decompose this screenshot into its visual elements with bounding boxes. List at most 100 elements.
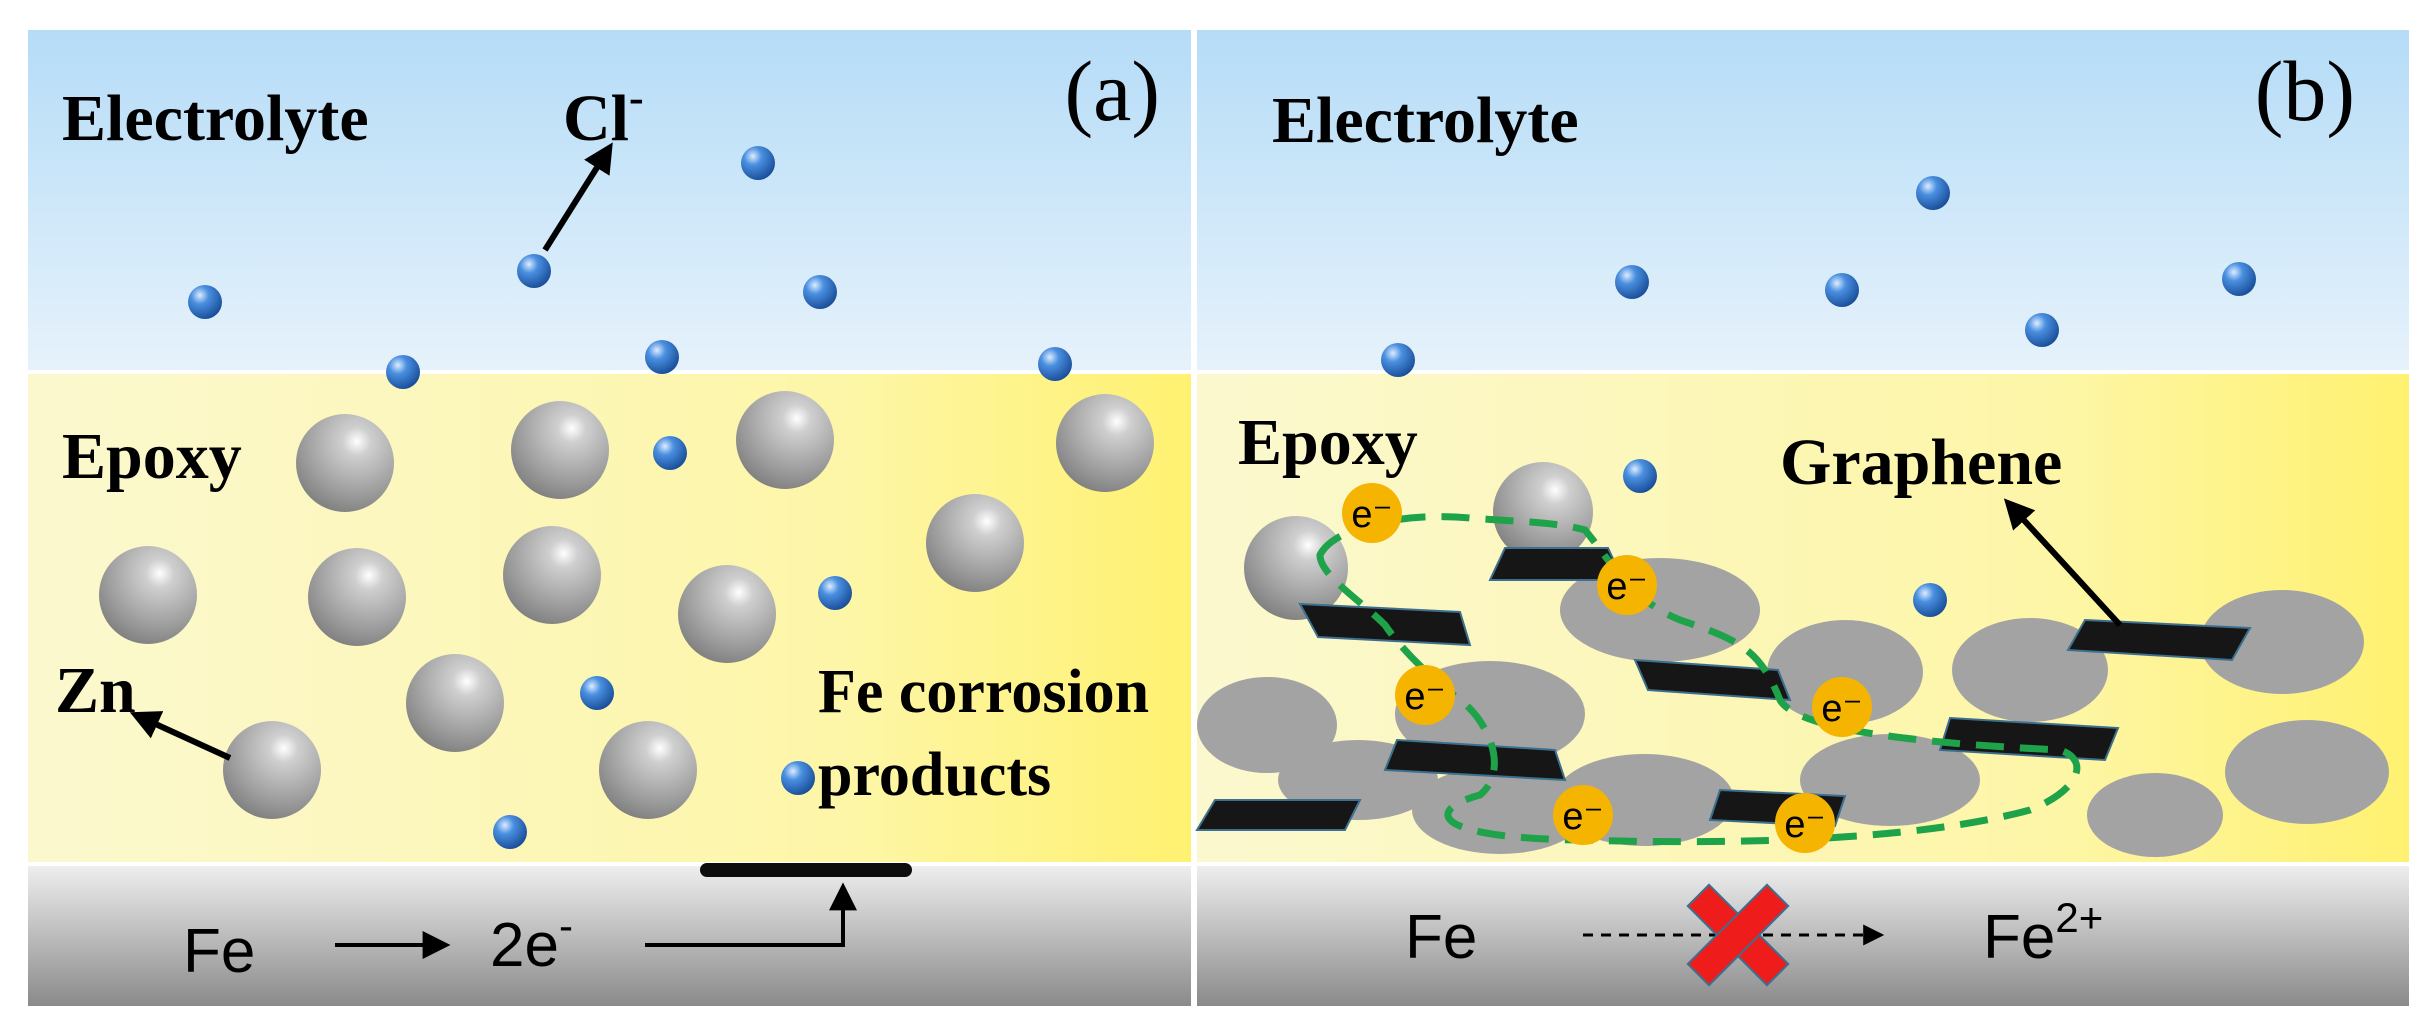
corrosion-label-line1: Fe corrosion xyxy=(818,658,1149,726)
corrosion-label-line2: products xyxy=(818,741,1051,809)
red-cross-icon xyxy=(1686,883,1790,987)
zinc-particle xyxy=(223,721,321,819)
zinc-particle xyxy=(296,414,394,512)
chloride-ions xyxy=(188,146,1072,849)
zinc-particle xyxy=(678,565,776,663)
chloride-ion xyxy=(1825,273,1859,307)
electron-label: e⁻ xyxy=(1351,494,1392,536)
graphene-sheet xyxy=(1383,738,1567,782)
panel-label: (a) xyxy=(1065,43,1160,139)
chloride-ion xyxy=(517,254,551,288)
electron-label: e⁻ xyxy=(1821,688,1862,730)
chloride-ion xyxy=(2025,313,2059,347)
chloride-ion xyxy=(1623,459,1657,493)
chloride-ion xyxy=(2222,262,2256,296)
chloride-ion xyxy=(188,285,222,319)
electron: e⁻ xyxy=(1342,483,1402,543)
chloride-ion xyxy=(653,436,687,470)
electrons: e⁻ e⁻ e⁻ e⁻ e⁻ e⁻ xyxy=(1342,483,1872,853)
electron: e⁻ xyxy=(1395,665,1455,725)
chloride-arrow xyxy=(542,142,613,252)
chloride-ion xyxy=(818,576,852,610)
electrolyte-layer xyxy=(1197,30,2409,370)
chloride-symbol: Cl xyxy=(563,82,629,155)
corrosion-product-deposit xyxy=(700,863,912,877)
zinc-particle xyxy=(2225,720,2389,824)
panel-divider xyxy=(1191,30,1197,1006)
electron-label: e⁻ xyxy=(1784,804,1825,846)
reaction-product-symbol: 2e xyxy=(490,911,559,980)
panel-b: (b) Electrolyte Epoxy Graphene xyxy=(1195,30,2409,1006)
graphene-arrow xyxy=(2003,498,2123,628)
reaction-product-symbol: Fe xyxy=(1983,903,2055,972)
zinc-arrow xyxy=(129,711,232,761)
chloride-ion xyxy=(645,340,679,374)
chloride-ion xyxy=(781,761,815,795)
epoxy-label: Epoxy xyxy=(1238,406,1418,479)
zinc-label: Zn xyxy=(55,654,136,727)
epoxy-label: Epoxy xyxy=(62,420,242,493)
reaction-product: Fe2+ xyxy=(1983,894,2103,972)
zinc-particle xyxy=(308,548,406,646)
electron: e⁻ xyxy=(1812,677,1872,737)
reaction-product-charge: - xyxy=(559,902,573,949)
reaction-product: 2e- xyxy=(490,902,573,980)
electron: e⁻ xyxy=(1553,785,1613,845)
electron: e⁻ xyxy=(1597,555,1657,615)
zinc-particles xyxy=(99,391,1154,819)
graphene-sheet xyxy=(1633,658,1792,702)
graphene-sheet xyxy=(2066,618,2252,662)
electron-label: e⁻ xyxy=(1562,796,1603,838)
electron-circle xyxy=(1775,793,1835,853)
reaction-reactant: Fe xyxy=(183,917,255,986)
electron-circle xyxy=(1553,785,1613,845)
chloride-ions xyxy=(1381,176,2256,617)
zinc-particle xyxy=(736,391,834,489)
electron-circle xyxy=(1395,665,1455,725)
zinc-particle xyxy=(1197,677,1337,773)
electron-label: e⁻ xyxy=(1606,566,1647,608)
zinc-particle xyxy=(2200,590,2364,694)
graphene-sheets xyxy=(1195,547,2252,831)
chloride-ion xyxy=(386,355,420,389)
zinc-particle xyxy=(1800,734,1980,826)
chloride-ion xyxy=(803,275,837,309)
fe-substrate xyxy=(28,866,1191,1006)
chloride-ion xyxy=(580,676,614,710)
conduction-path xyxy=(1316,513,2081,846)
chloride-charge: - xyxy=(629,73,644,122)
zinc-particle xyxy=(1244,516,1348,620)
chloride-ion xyxy=(741,146,775,180)
electron-circle xyxy=(1342,483,1402,543)
electrolyte-layer xyxy=(28,30,1191,370)
electrolyte-label: Electrolyte xyxy=(62,82,369,155)
electron-path-arrow xyxy=(645,882,857,947)
chloride-ion xyxy=(1038,347,1072,381)
reaction-product-charge: 2+ xyxy=(2055,894,2103,941)
zinc-particle xyxy=(1056,394,1154,492)
graphene-label: Graphene xyxy=(1780,426,2062,499)
zinc-particle xyxy=(1412,766,1588,854)
zinc-particle xyxy=(926,494,1024,592)
chloride-ion xyxy=(1615,265,1649,299)
chloride-ion xyxy=(1913,583,1947,617)
electron-circle xyxy=(1812,677,1872,737)
zinc-particle xyxy=(511,401,609,499)
zinc-particle xyxy=(503,526,601,624)
reaction-reactant: Fe xyxy=(1405,903,1477,972)
zinc-particles xyxy=(1197,462,2389,857)
electron-circle xyxy=(1597,555,1657,615)
panel-a: (a) Electrolyte Epoxy Cl- xyxy=(28,30,1191,1006)
electrolyte-label: Electrolyte xyxy=(1272,84,1579,157)
graphene-sheet xyxy=(1195,799,1362,831)
chloride-ion xyxy=(493,815,527,849)
zinc-particle xyxy=(1767,620,1923,724)
electron-label: e⁻ xyxy=(1404,676,1445,718)
zinc-particle xyxy=(1493,462,1593,562)
chloride-ion xyxy=(1916,176,1950,210)
zinc-particle xyxy=(2087,773,2223,857)
zinc-particle xyxy=(406,654,504,752)
panel-label: (b) xyxy=(2255,43,2355,139)
zinc-particle xyxy=(1952,618,2108,722)
